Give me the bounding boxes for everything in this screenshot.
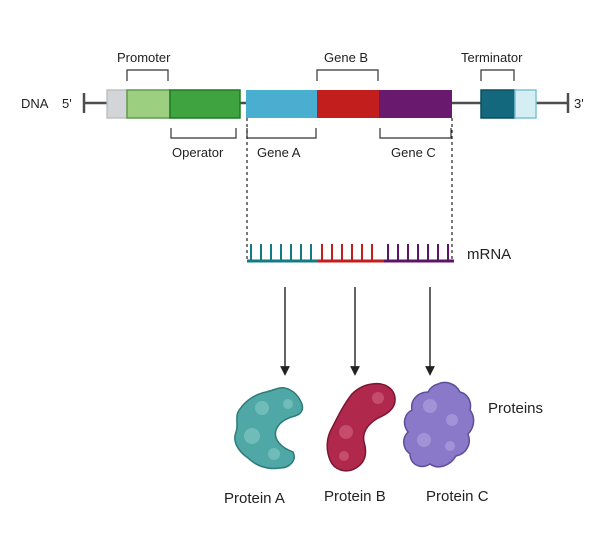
protein-b-label: Protein B	[324, 488, 386, 505]
protein-c-shape	[403, 381, 475, 468]
five-prime-label: 5'	[62, 96, 72, 111]
terminator-dark-box	[480, 89, 516, 119]
protein-c-body	[403, 381, 475, 468]
protein-b-body	[326, 382, 396, 472]
gene-b-bracket	[316, 69, 379, 81]
gene-a-bracket	[246, 128, 317, 139]
gene-b-box	[317, 90, 379, 118]
gene-c-label: Gene C	[391, 145, 436, 160]
gene-c-box	[379, 90, 452, 118]
gene-a-box	[246, 90, 317, 118]
upstream-region-box	[106, 89, 128, 119]
mrna-bases-a	[250, 244, 312, 260]
proteins-heading: Proteins	[488, 400, 543, 417]
terminator-light-box	[514, 89, 537, 119]
protein-c-spot	[446, 414, 458, 426]
gene-b-label: Gene B	[324, 50, 368, 65]
protein-a-spot	[268, 448, 280, 460]
operator-label: Operator	[172, 145, 224, 160]
protein-b-spot	[372, 392, 384, 404]
protein-a-spot	[283, 399, 293, 409]
transcription-guides	[246, 118, 453, 262]
mrna-label: mRNA	[467, 246, 511, 263]
protein-b-spot	[339, 425, 353, 439]
mrna-bases-b	[321, 244, 373, 260]
protein-c-spot	[417, 433, 431, 447]
protein-b-shape	[326, 382, 396, 472]
dna-brackets	[126, 69, 515, 139]
promoter-box	[126, 89, 171, 119]
protein-a-spot	[244, 428, 260, 444]
operator-box	[169, 89, 241, 119]
protein-c-spot	[445, 441, 455, 451]
protein-b-spot	[339, 451, 349, 461]
translation-arrows	[280, 287, 435, 376]
protein-a-spot	[255, 401, 269, 415]
protein-a-shape	[234, 387, 304, 470]
protein-c-label: Protein C	[426, 488, 489, 505]
dna-strand	[82, 89, 570, 119]
operator-bracket	[170, 128, 237, 139]
terminator-label: Terminator	[461, 50, 523, 65]
mrna-strand	[247, 244, 454, 263]
three-prime-label: 3'	[574, 96, 584, 111]
promoter-label: Promoter	[117, 50, 171, 65]
dna-label: DNA	[21, 96, 49, 111]
promoter-bracket	[126, 69, 169, 81]
gene-a-label: Gene A	[257, 145, 301, 160]
protein-c-spot	[423, 399, 437, 413]
terminator-bracket	[480, 69, 515, 81]
protein-a-label: Protein A	[224, 490, 285, 507]
gene-c-bracket	[379, 128, 452, 139]
mrna-bases-c	[387, 244, 449, 260]
